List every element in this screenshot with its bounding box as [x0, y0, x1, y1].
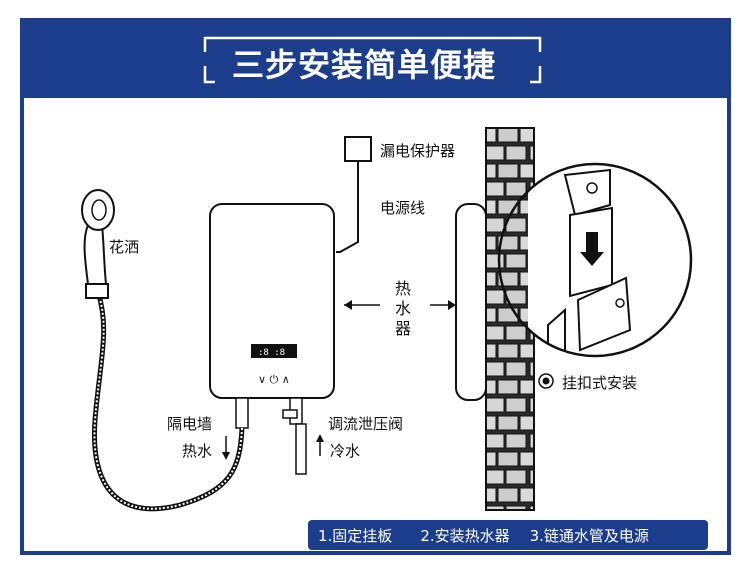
- title-bracket: [203, 36, 542, 84]
- leakage-protector-box: [344, 136, 372, 162]
- label-flow-valve: 调流泄压阀: [328, 415, 404, 433]
- zoom-circle: [497, 162, 693, 358]
- label-leakage-protector: 漏电保护器: [380, 142, 456, 160]
- label-heater: 热水器: [394, 279, 411, 338]
- label-shower-head: 花洒: [109, 238, 140, 256]
- step-1: 1.固定挂板: [318, 526, 393, 545]
- label-power-cord: 电源线: [380, 199, 426, 217]
- label-hang-install: 挂扣式安装: [562, 374, 638, 392]
- shower-handle: [83, 224, 108, 285]
- label-hot-water: 热水: [182, 442, 213, 460]
- side-heater-profile: [455, 203, 487, 401]
- power-cord-line: [336, 161, 359, 253]
- page-title: 三步安装简单便捷: [232, 46, 497, 84]
- display-glyphs: :8 :8: [258, 348, 285, 358]
- label-isolation-wall: 隔电墙: [167, 415, 213, 433]
- steps-bar: 1.固定挂板 2.安装热水器 3.链通水管及电源: [308, 520, 708, 550]
- hot-water-pipe: [235, 397, 249, 429]
- heater-buttons: ∨ ⏻ ∧: [258, 373, 290, 386]
- header-band: [22, 20, 729, 98]
- step-3: 3.链通水管及电源: [529, 526, 649, 545]
- down-arrow-icon: [580, 232, 604, 266]
- heater-display: [251, 344, 297, 358]
- step-2: 2.安装热水器: [420, 526, 510, 545]
- shower-connector: [85, 283, 109, 299]
- label-cold-water: 冷水: [330, 442, 361, 460]
- heater-body: [209, 203, 335, 399]
